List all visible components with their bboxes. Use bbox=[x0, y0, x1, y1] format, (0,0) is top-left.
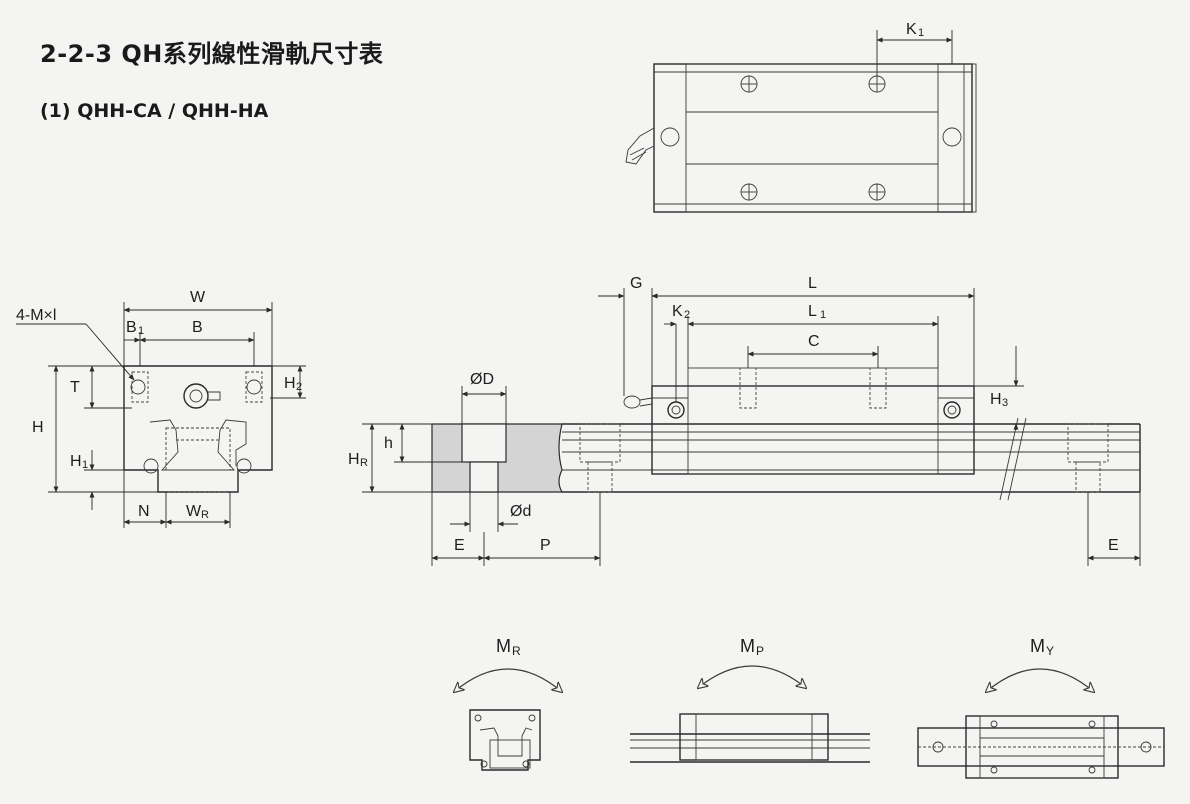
label-C: C bbox=[808, 333, 820, 350]
leader-mount-screw: 4-M×l bbox=[16, 307, 135, 381]
dim-L1-K2: K 2 L 1 bbox=[664, 303, 939, 402]
label-L: L bbox=[808, 275, 817, 292]
curved-double-arrow-icon bbox=[986, 668, 1094, 692]
label-MP-sub: P bbox=[756, 644, 764, 658]
label-H1-sub: 1 bbox=[82, 459, 88, 471]
dim-E-P: E P bbox=[431, 492, 601, 566]
label-MP: M bbox=[740, 636, 755, 656]
dim-G: G bbox=[598, 275, 676, 396]
label-WR-sub: R bbox=[201, 509, 209, 521]
block-side bbox=[651, 385, 975, 475]
mounting-holes-top bbox=[740, 75, 886, 201]
top-view: K 1 bbox=[625, 21, 977, 213]
label-H1: H bbox=[70, 453, 82, 470]
dim-K1: K 1 bbox=[876, 21, 953, 76]
label-G: G bbox=[630, 275, 642, 292]
label-phid: Ød bbox=[510, 503, 531, 520]
dim-B: B 1 B bbox=[124, 319, 255, 366]
label-H2: H bbox=[284, 375, 296, 392]
dim-N-WR: N W R bbox=[123, 470, 231, 528]
label-E-right: E bbox=[1108, 537, 1119, 554]
label-P: P bbox=[540, 537, 551, 554]
label-phiD: ØD bbox=[470, 371, 494, 388]
label-B: B bbox=[192, 319, 203, 336]
label-WR: W bbox=[186, 503, 202, 520]
label-H2-sub: 2 bbox=[296, 381, 302, 393]
grease-nipple-icon bbox=[625, 127, 655, 165]
block-body-top bbox=[685, 63, 939, 213]
block-outline-top bbox=[653, 63, 973, 213]
end-view: W B 1 B 4-M×l H T bbox=[16, 289, 306, 528]
label-HR: H bbox=[348, 451, 360, 468]
label-MY-sub: Y bbox=[1046, 644, 1054, 658]
curved-double-arrow-icon bbox=[698, 665, 806, 688]
grease-nipple-side-icon bbox=[623, 395, 653, 409]
dim-W: W bbox=[123, 289, 273, 366]
label-MY: M bbox=[1030, 636, 1045, 656]
label-E-left: E bbox=[454, 537, 465, 554]
label-B1: B bbox=[126, 319, 137, 336]
label-L1: L bbox=[808, 303, 817, 320]
page-title: 2-2-3 QH系列線性滑軌尺寸表 bbox=[40, 40, 384, 68]
label-K1: K bbox=[906, 21, 917, 38]
dim-H1: H 1 bbox=[70, 450, 124, 510]
model-subtitle: (1) QHH-CA / QHH-HA bbox=[40, 100, 269, 122]
dim-phiD: ØD bbox=[461, 371, 507, 424]
dim-T: T bbox=[70, 365, 132, 409]
label-h: h bbox=[384, 435, 393, 452]
label-B1-sub: 1 bbox=[138, 325, 144, 337]
label-mount-screw: 4-M×l bbox=[16, 307, 56, 324]
label-H: H bbox=[32, 419, 44, 436]
label-K2-sub: 2 bbox=[684, 309, 690, 321]
moment-MY: M Y bbox=[917, 636, 1165, 779]
dim-L: L bbox=[651, 275, 975, 386]
dim-H2: H 2 bbox=[270, 365, 306, 399]
moment-MP: M P bbox=[630, 636, 870, 763]
dim-HR: H R bbox=[348, 423, 432, 493]
label-L1-sub: 1 bbox=[820, 309, 826, 321]
side-view: G L K 2 L 1 C bbox=[348, 275, 1141, 566]
dim-H3: H 3 bbox=[974, 346, 1024, 430]
curved-double-arrow-icon bbox=[454, 668, 562, 692]
label-K1-sub: 1 bbox=[918, 27, 924, 39]
dim-C: C bbox=[747, 333, 879, 368]
dim-h: h bbox=[384, 423, 462, 463]
label-MR-sub: R bbox=[512, 644, 521, 658]
label-K2: K bbox=[672, 303, 683, 320]
dim-H: H bbox=[32, 365, 158, 493]
label-HR-sub: R bbox=[360, 457, 368, 469]
label-T: T bbox=[70, 379, 80, 396]
block-profile-end bbox=[123, 365, 273, 493]
label-N: N bbox=[138, 503, 150, 520]
dim-E-right: E bbox=[1087, 492, 1141, 566]
label-H3: H bbox=[990, 391, 1002, 408]
label-H3-sub: 3 bbox=[1002, 397, 1008, 409]
label-MR: M bbox=[496, 636, 511, 656]
dim-phid: Ød bbox=[450, 492, 531, 532]
moment-MR: M R bbox=[454, 636, 562, 771]
label-W: W bbox=[190, 289, 206, 306]
